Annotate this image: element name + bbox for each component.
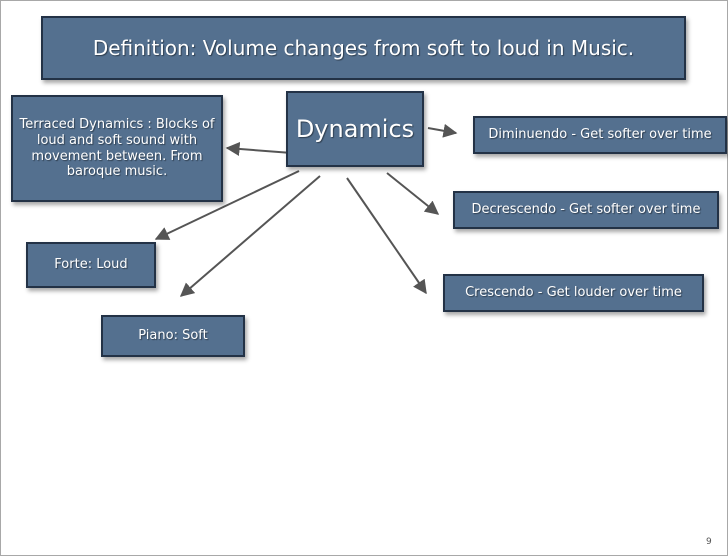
terraced-dynamics-text: Terraced Dynamics : Blocks of loud and s… (19, 117, 215, 180)
decrescendo-text: Decrescendo - Get softer over time (471, 202, 701, 218)
forte-box: Forte: Loud (26, 242, 156, 288)
page-number: 9 (706, 537, 712, 547)
definition-title-text: Definition: Volume changes from soft to … (92, 36, 635, 60)
piano-text: Piano: Soft (138, 328, 208, 344)
crescendo-text: Crescendo - Get louder over time (465, 285, 682, 301)
arrow-to-crescendo (346, 177, 427, 295)
piano-box: Piano: Soft (101, 315, 245, 357)
arrow-to-decrescendo (386, 172, 440, 215)
crescendo-box: Crescendo - Get louder over time (443, 274, 704, 312)
dynamics-center-box: Dynamics (286, 91, 424, 167)
diminuendo-text: Diminuendo - Get softer over time (488, 127, 712, 143)
definition-title: Definition: Volume changes from soft to … (41, 16, 686, 80)
dynamics-center-text: Dynamics (295, 114, 415, 143)
arrow-to-diminuendo (427, 123, 458, 138)
arrow-to-piano (179, 175, 321, 297)
arrow-to-forte (154, 170, 300, 240)
forte-text: Forte: Loud (54, 257, 128, 273)
diminuendo-box: Diminuendo - Get softer over time (473, 116, 727, 154)
terraced-dynamics-box: Terraced Dynamics : Blocks of loud and s… (11, 95, 223, 202)
decrescendo-box: Decrescendo - Get softer over time (453, 191, 719, 229)
